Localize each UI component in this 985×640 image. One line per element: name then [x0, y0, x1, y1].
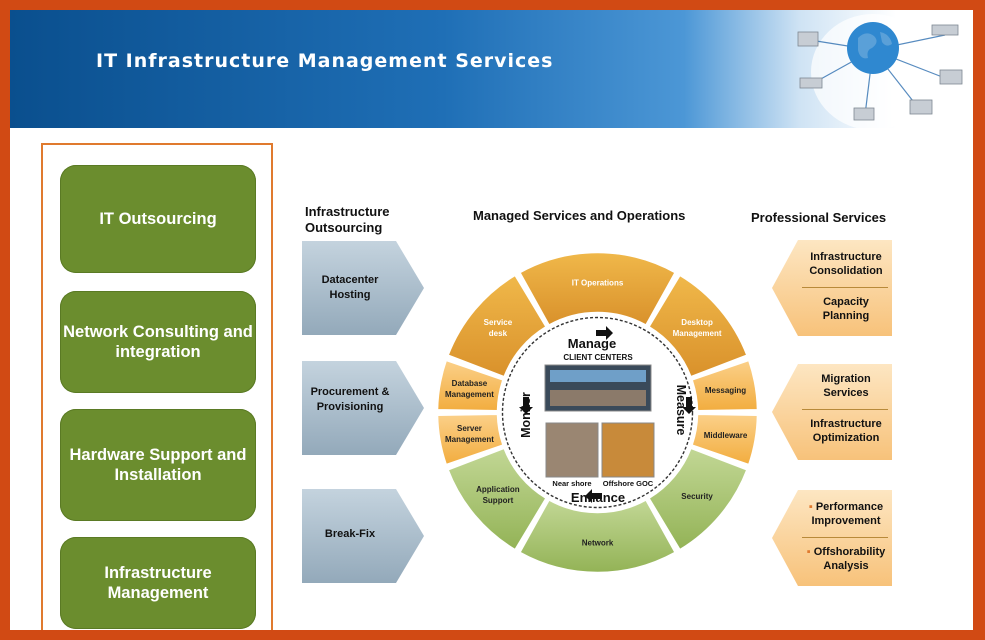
- monitor-label: Monitor: [519, 392, 533, 438]
- break-fix-arrow: Break-Fix: [302, 489, 424, 583]
- slide-frame: IT Infrastructure Management Services IT…: [10, 10, 973, 630]
- network-consulting-button[interactable]: Network Consulting and integration: [60, 291, 256, 393]
- chevron-box-shape: [772, 490, 892, 586]
- offshore-goc-photo: [601, 422, 655, 478]
- banner-title: IT Infrastructure Management Services: [96, 50, 554, 72]
- offshorability-analysis-text: Offshorability Analysis: [813, 546, 886, 572]
- migration-optimization-box: Migration Services Infrastructure Optimi…: [772, 364, 892, 460]
- security-label: Security: [681, 492, 713, 501]
- manage-label: Manage: [568, 336, 616, 351]
- procurement-provisioning-arrow: Procurement & Provisioning: [302, 361, 424, 455]
- client-center-screens: [550, 370, 646, 382]
- capacity-planning-label: Capacity Planning: [822, 296, 870, 322]
- messaging-label: Messaging: [705, 386, 746, 395]
- nearshore-caption: Near shore: [552, 479, 591, 488]
- measure-label: Measure: [674, 385, 688, 436]
- client-center-desks: [550, 390, 646, 406]
- box-divider: [802, 409, 888, 410]
- box-divider: [802, 537, 888, 538]
- hardware-support-button[interactable]: Hardware Support and Installation: [60, 409, 256, 521]
- bullet-icon: ▪: [806, 546, 811, 558]
- infrastructure-consolidation-label: Infrastructure Consolidation: [809, 251, 883, 277]
- professional-services-heading: Professional Services: [751, 210, 887, 225]
- application-support-segment: [447, 447, 548, 551]
- managed-services-heading: Managed Services and Operations: [473, 208, 686, 223]
- it-outsourcing-button[interactable]: IT Outsourcing: [60, 165, 256, 273]
- security-segment: [647, 447, 748, 551]
- migration-services-label: Migration Services: [821, 373, 871, 399]
- it-operations-segment: [518, 251, 677, 327]
- middleware-label: Middleware: [704, 431, 748, 440]
- consolidation-planning-box: Infrastructure Consolidation Capacity Pl…: [772, 240, 892, 336]
- arrow-shape: [302, 489, 424, 583]
- server-management-segment: [436, 413, 504, 466]
- arrow-label: Procurement & Provisioning: [310, 386, 390, 413]
- service-desk-segment: [447, 274, 548, 378]
- network-label: Network: [582, 539, 614, 548]
- performance-improvement-text: Performance Improvement: [811, 501, 884, 527]
- network-globe-icon: [797, 14, 963, 128]
- database-management-segment: [436, 359, 504, 412]
- infrastructure-optimization-label: Infrastructure Optimization: [810, 418, 882, 444]
- arrow-shape: [302, 361, 424, 455]
- messaging-segment: [691, 359, 759, 412]
- desktop-management-segment: [647, 274, 748, 378]
- cycle-arrows: [519, 326, 696, 503]
- nearshore-photo: [545, 422, 599, 478]
- performance-improvement-label: ▪ Performance Improvement: [800, 500, 892, 528]
- offshorability-analysis-label: ▪ Offshorability Analysis: [800, 545, 892, 573]
- header-banner: IT Infrastructure Management Services: [10, 10, 973, 128]
- chevron-box-shape: [772, 240, 892, 336]
- client-centers-label: CLIENT CENTERS: [563, 353, 633, 362]
- middleware-segment: [691, 413, 759, 466]
- infrastructure-management-button[interactable]: Infrastructure Management: [60, 537, 256, 629]
- arrow-shape: [302, 241, 424, 335]
- performance-offshorability-box: ▪ Performance Improvement ▪ Offshorabili…: [772, 490, 892, 586]
- infrastructure-outsourcing-heading: Infrastructure Outsourcing: [305, 204, 390, 235]
- service-menu-panel: IT Outsourcing Network Consulting and in…: [41, 143, 273, 630]
- arrow-label: Datacenter Hosting: [321, 274, 379, 301]
- it-operations-label: IT Operations: [572, 279, 624, 288]
- offshore-goc-caption: Offshore GOC: [603, 479, 654, 488]
- datacenter-hosting-arrow: Datacenter Hosting: [302, 241, 424, 335]
- bullet-icon: ▪: [808, 501, 813, 513]
- chevron-box-shape: [772, 364, 892, 460]
- box-divider: [802, 287, 888, 288]
- network-segment: [518, 498, 677, 574]
- arrow-label: Break-Fix: [324, 528, 376, 540]
